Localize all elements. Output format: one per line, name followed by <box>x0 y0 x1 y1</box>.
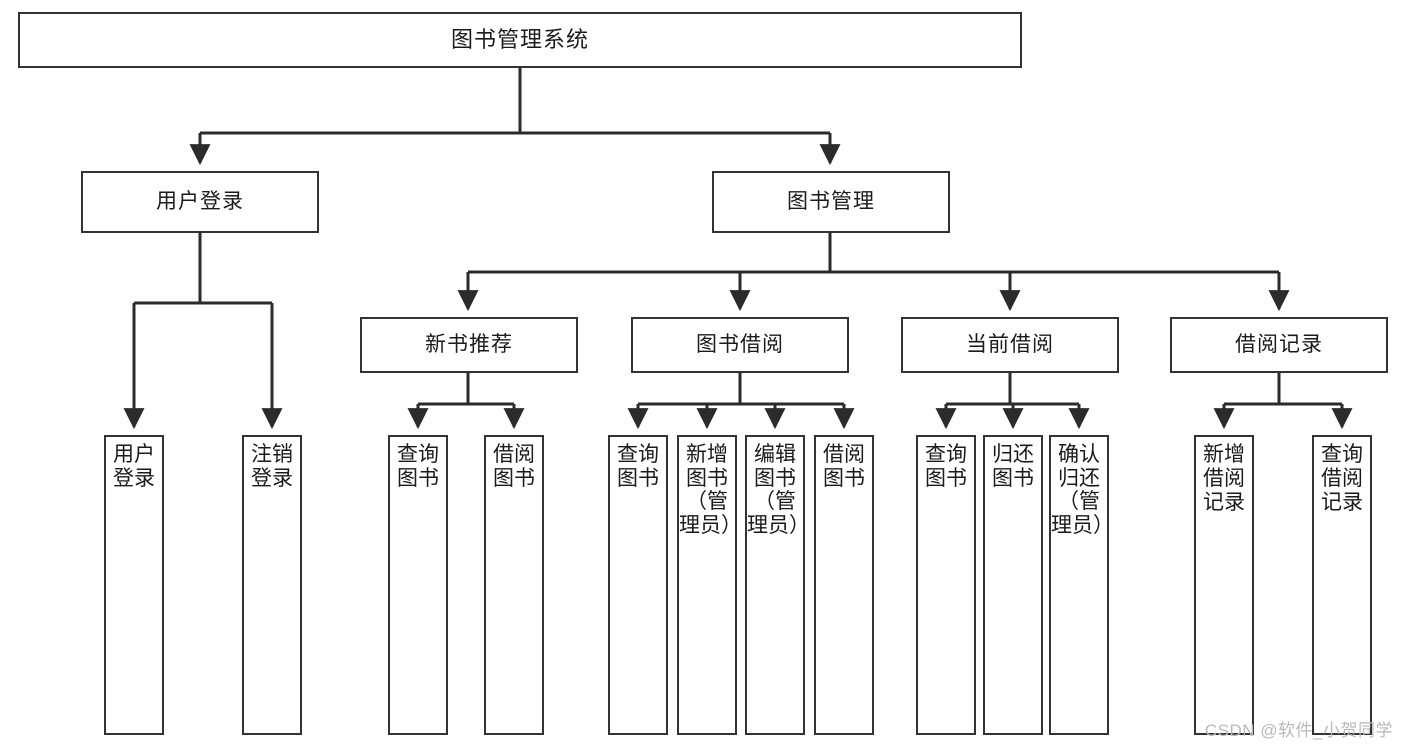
leaf-logout[interactable]: 注销登录 <box>242 435 302 735</box>
leaf-query-book-newbook[interactable]: 查询图书 <box>388 435 448 735</box>
leaf-add-book-admin[interactable]: 新增图书（管理员） <box>677 435 737 735</box>
leaf-label: 查询图书 <box>617 443 659 490</box>
leaf-add-borrow-record[interactable]: 新增借阅记录 <box>1194 435 1254 735</box>
leaf-return-book[interactable]: 归还图书 <box>983 435 1043 735</box>
leaf-label: 查询借阅记录 <box>1321 443 1363 514</box>
leaf-label: 查询图书 <box>925 443 967 490</box>
leaf-edit-book-admin[interactable]: 编辑图书（管理员） <box>745 435 805 735</box>
node-new-book-recommend[interactable]: 新书推荐 <box>360 317 578 373</box>
leaf-label: 归还图书 <box>992 443 1034 490</box>
leaf-label: 借阅图书 <box>823 443 865 490</box>
leaf-borrow-book-newbook[interactable]: 借阅图书 <box>484 435 544 735</box>
leaf-label: 新增图书（管理员） <box>679 443 737 537</box>
node-user-login[interactable]: 用户登录 <box>81 171 319 233</box>
leaf-label: 注销登录 <box>251 443 293 490</box>
leaf-confirm-return-admin[interactable]: 确认归还（管理员） <box>1049 435 1109 735</box>
leaf-borrow-book[interactable]: 借阅图书 <box>814 435 874 735</box>
leaf-label: 新增借阅记录 <box>1203 443 1245 514</box>
leaf-query-book-current[interactable]: 查询图书 <box>916 435 976 735</box>
leaf-query-borrow-record[interactable]: 查询借阅记录 <box>1312 435 1372 735</box>
node-book-management[interactable]: 图书管理 <box>712 171 950 233</box>
leaf-label: 用户登录 <box>113 443 155 490</box>
node-book-borrow[interactable]: 图书借阅 <box>631 317 849 373</box>
leaf-label: 确认归还（管理员） <box>1051 443 1109 537</box>
leaf-label: 查询图书 <box>397 443 439 490</box>
watermark: CSDN @软件_小贺同学 <box>1204 721 1393 740</box>
node-root[interactable]: 图书管理系统 <box>18 12 1022 68</box>
leaf-label: 编辑图书（管理员） <box>747 443 805 537</box>
leaf-label: 借阅图书 <box>493 443 535 490</box>
leaf-user-login[interactable]: 用户登录 <box>104 435 164 735</box>
node-borrow-record[interactable]: 借阅记录 <box>1170 317 1388 373</box>
leaf-query-book-borrow[interactable]: 查询图书 <box>608 435 668 735</box>
node-current-borrow[interactable]: 当前借阅 <box>901 317 1119 373</box>
